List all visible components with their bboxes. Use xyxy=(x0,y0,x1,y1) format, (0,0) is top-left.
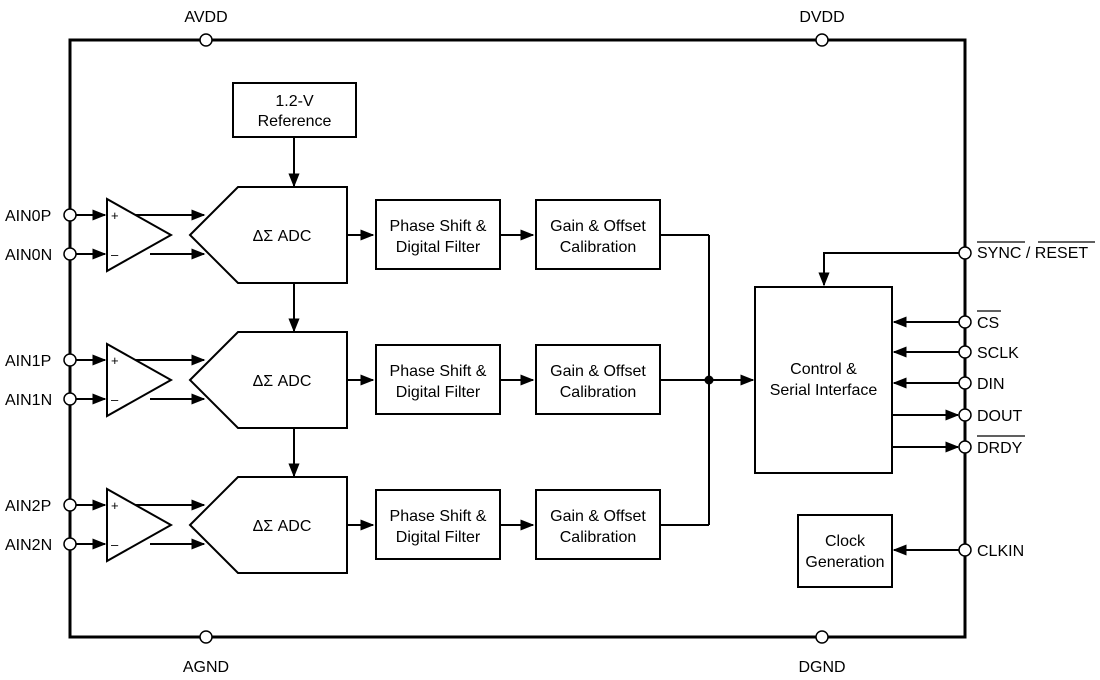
input-label-ain2p: AIN2P xyxy=(5,498,51,515)
sync-reset-pin xyxy=(958,246,972,260)
filter-label-line2: Digital Filter xyxy=(396,239,481,256)
drdy-label: DRDY xyxy=(977,440,1023,457)
cs-pin xyxy=(958,315,972,329)
clock-label-line1: Clock xyxy=(825,533,866,550)
input-pin-ain0p xyxy=(63,208,77,222)
chip-outline xyxy=(68,38,967,639)
filter-label-line1: Phase Shift & xyxy=(390,218,487,235)
input-label-ain0p: AIN0P xyxy=(5,208,51,225)
gain-offset-calibration-block xyxy=(535,344,661,415)
filter-label-line2: Digital Filter xyxy=(396,384,481,401)
phase-shift-filter-block xyxy=(375,344,501,415)
control-serial-interface-block xyxy=(754,286,893,474)
dvdd-label: DVDD xyxy=(799,9,844,26)
gain-offset-calibration-block xyxy=(535,199,661,270)
filter-label-line1: Phase Shift & xyxy=(390,363,487,380)
filter-label-line1: Phase Shift & xyxy=(390,508,487,525)
agnd-label: AGND xyxy=(183,659,229,676)
input-amplifier xyxy=(106,197,174,273)
amp-minus-sign: – xyxy=(111,392,119,407)
amp-plus-sign: + xyxy=(111,498,119,513)
reference-label-line1: 1.2-V xyxy=(275,93,314,110)
input-amplifier xyxy=(106,342,174,418)
clkin-pin xyxy=(958,543,972,557)
adc-label: ΔΣ ADC xyxy=(253,228,312,245)
control-label-line2: Serial Interface xyxy=(770,382,878,399)
sync-reset-wire xyxy=(818,252,959,287)
dvdd-pin xyxy=(815,33,829,47)
cs-label: CS xyxy=(977,315,999,332)
phase-shift-filter-block xyxy=(375,489,501,560)
dgnd-pin xyxy=(815,630,829,644)
clock-generation-block xyxy=(797,514,893,588)
input-label-ain1p: AIN1P xyxy=(5,353,51,370)
avdd-pin xyxy=(199,33,213,47)
input-label-ain1n: AIN1N xyxy=(5,392,52,409)
calibration-label-line2: Calibration xyxy=(560,384,636,401)
amp-plus-sign: + xyxy=(111,208,119,223)
drdy-pin xyxy=(958,440,972,454)
agnd-pin xyxy=(199,630,213,644)
control-label-line1: Control & xyxy=(790,361,857,378)
clkin-label: CLKIN xyxy=(977,543,1024,560)
gain-offset-calibration-block xyxy=(535,489,661,560)
dgnd-label: DGND xyxy=(798,659,845,676)
calibration-label-line2: Calibration xyxy=(560,529,636,546)
amp-plus-sign: + xyxy=(111,353,119,368)
input-pin-ain0n xyxy=(63,247,77,261)
sync-reset-label: SYNC / RESET xyxy=(977,245,1088,262)
input-pin-ain2p xyxy=(63,498,77,512)
adc-channels: AIN0P AIN0N + – ΔΣ ADC Phase Shift & Digital F… xyxy=(5,186,709,574)
dout-pin xyxy=(958,408,972,422)
sclk-pin xyxy=(958,345,972,359)
calibration-label-line1: Gain & Offset xyxy=(550,363,646,380)
calibration-label-line1: Gain & Offset xyxy=(550,508,646,525)
din-label: DIN xyxy=(977,376,1005,393)
dout-label: DOUT xyxy=(977,408,1023,425)
filter-label-line2: Digital Filter xyxy=(396,529,481,546)
amp-minus-sign: – xyxy=(111,247,119,262)
din-pin xyxy=(958,376,972,390)
input-pin-ain1n xyxy=(63,392,77,406)
input-pin-ain1p xyxy=(63,353,77,367)
reference-label-line2: Reference xyxy=(258,113,332,130)
adc-label: ΔΣ ADC xyxy=(253,373,312,390)
calibration-label-line1: Gain & Offset xyxy=(550,218,646,235)
phase-shift-filter-block xyxy=(375,199,501,270)
amp-minus-sign: – xyxy=(111,537,119,552)
calibration-label-line2: Calibration xyxy=(560,239,636,256)
sclk-label: SCLK xyxy=(977,345,1019,362)
adc-label: ΔΣ ADC xyxy=(253,518,312,535)
input-label-ain2n: AIN2N xyxy=(5,537,52,554)
input-label-ain0n: AIN0N xyxy=(5,247,52,264)
clock-label-line2: Generation xyxy=(805,554,884,571)
input-amplifier xyxy=(106,487,174,563)
input-pin-ain2n xyxy=(63,537,77,551)
avdd-label: AVDD xyxy=(184,9,227,26)
